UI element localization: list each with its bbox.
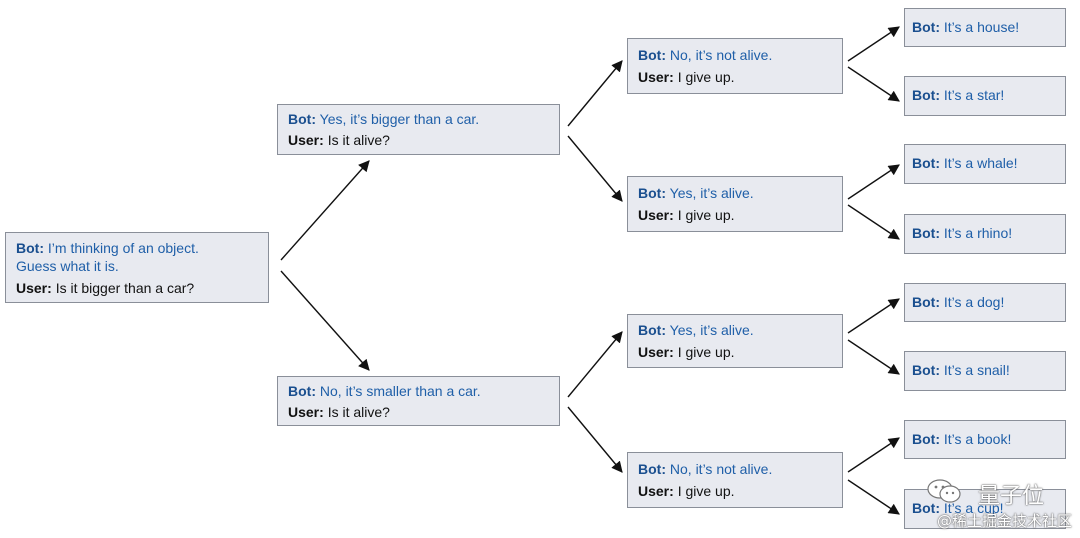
leaf-text: It’s a dog! xyxy=(943,294,1005,310)
node-bigger: Bot: Yes, it’s bigger than a car. User: … xyxy=(277,104,560,155)
bot-text: No, it’s not alive. xyxy=(669,461,773,477)
user-text: I give up. xyxy=(677,483,735,499)
user-text: Is it alive? xyxy=(327,403,390,420)
leaf-text: It’s a star! xyxy=(943,87,1005,103)
bot-label: Bot: xyxy=(912,225,940,241)
root-bot-text-1: I’m thinking of an object. xyxy=(47,239,199,256)
root-node: Bot: I’m thinking of an object. Guess wh… xyxy=(5,232,269,303)
bot-label: Bot: xyxy=(638,185,666,201)
user-text: I give up. xyxy=(677,69,735,85)
arrow-to-star xyxy=(847,66,900,102)
leaf-dog: Bot: It’s a dog! xyxy=(904,283,1066,322)
arrow-root-to-no xyxy=(280,270,370,371)
user-label: User: xyxy=(638,69,674,85)
node-small-alive: Bot: Yes, it’s alive. User: I give up. xyxy=(627,314,843,368)
arrow-to-house xyxy=(847,26,900,62)
bot-label: Bot: xyxy=(16,239,44,256)
leaf-rhino: Bot: It’s a rhino! xyxy=(904,214,1066,254)
leaf-text: It’s a whale! xyxy=(943,155,1018,171)
bot-label: Bot: xyxy=(638,47,666,63)
node-smaller: Bot: No, it’s smaller than a car. User: … xyxy=(277,376,560,426)
bot-label: Bot: xyxy=(912,362,940,378)
node-small-not-alive: Bot: No, it’s not alive. User: I give up… xyxy=(627,452,843,508)
wechat-logo-icon xyxy=(927,479,961,503)
arrow-to-snail xyxy=(847,339,900,375)
bot-text: Yes, it’s bigger than a car. xyxy=(319,111,480,127)
arrow-yes-to-alive xyxy=(567,135,623,202)
arrow-no-to-alive xyxy=(567,331,623,398)
bot-label: Bot: xyxy=(288,111,316,127)
bot-text: No, it’s smaller than a car. xyxy=(319,382,481,399)
bot-label: Bot: xyxy=(912,294,940,310)
node-big-alive: Bot: Yes, it’s alive. User: I give up. xyxy=(627,176,843,232)
root-bot-text-2: Guess what it is. xyxy=(16,257,119,274)
arrow-to-rhino xyxy=(847,204,900,240)
leaf-text: It’s a snail! xyxy=(943,362,1010,378)
leaf-book: Bot: It’s a book! xyxy=(904,420,1066,459)
user-text: I give up. xyxy=(677,344,735,360)
leaf-text: It’s a book! xyxy=(943,431,1012,447)
arrow-to-book xyxy=(847,437,900,473)
user-label: User: xyxy=(16,279,52,296)
leaf-house: Bot: It’s a house! xyxy=(904,8,1066,47)
user-label: User: xyxy=(638,483,674,499)
bot-label: Bot: xyxy=(638,461,666,477)
bot-label: Bot: xyxy=(912,155,940,171)
leaf-text: It’s a cup! xyxy=(943,500,1004,516)
watermark-brand: 量子位 xyxy=(977,484,1044,509)
leaf-whale: Bot: It’s a whale! xyxy=(904,144,1066,184)
user-text: Is it alive? xyxy=(327,132,390,148)
watermark-site: @稀土掘金技术社区 xyxy=(936,512,1072,530)
user-label: User: xyxy=(288,403,324,420)
user-text: I give up. xyxy=(677,207,735,223)
bot-text: No, it’s not alive. xyxy=(669,47,773,63)
arrow-no-to-notalive xyxy=(567,406,623,473)
bot-label: Bot: xyxy=(288,382,316,399)
user-label: User: xyxy=(638,344,674,360)
arrow-to-cup xyxy=(847,479,900,515)
bot-label: Bot: xyxy=(912,431,940,447)
bot-label: Bot: xyxy=(912,87,940,103)
leaf-text: It’s a rhino! xyxy=(943,225,1013,241)
arrow-root-to-yes xyxy=(280,160,370,261)
node-big-not-alive: Bot: No, it’s not alive. User: I give up… xyxy=(627,38,843,94)
root-user-text: Is it bigger than a car? xyxy=(55,279,195,296)
user-label: User: xyxy=(638,207,674,223)
user-label: User: xyxy=(288,132,324,148)
bot-label: Bot: xyxy=(912,19,940,35)
bot-label: Bot: xyxy=(638,322,666,338)
arrow-to-dog xyxy=(847,298,900,334)
arrow-yes-to-notalive xyxy=(567,60,623,127)
leaf-snail: Bot: It’s a snail! xyxy=(904,351,1066,391)
arrow-to-whale xyxy=(847,164,900,200)
leaf-text: It’s a house! xyxy=(943,19,1020,35)
leaf-star: Bot: It’s a star! xyxy=(904,76,1066,116)
bot-text: Yes, it’s alive. xyxy=(669,185,754,201)
bot-text: Yes, it’s alive. xyxy=(669,322,754,338)
leaf-cup: Bot: It’s a cup! xyxy=(904,489,1066,529)
bot-label: Bot: xyxy=(912,500,940,516)
